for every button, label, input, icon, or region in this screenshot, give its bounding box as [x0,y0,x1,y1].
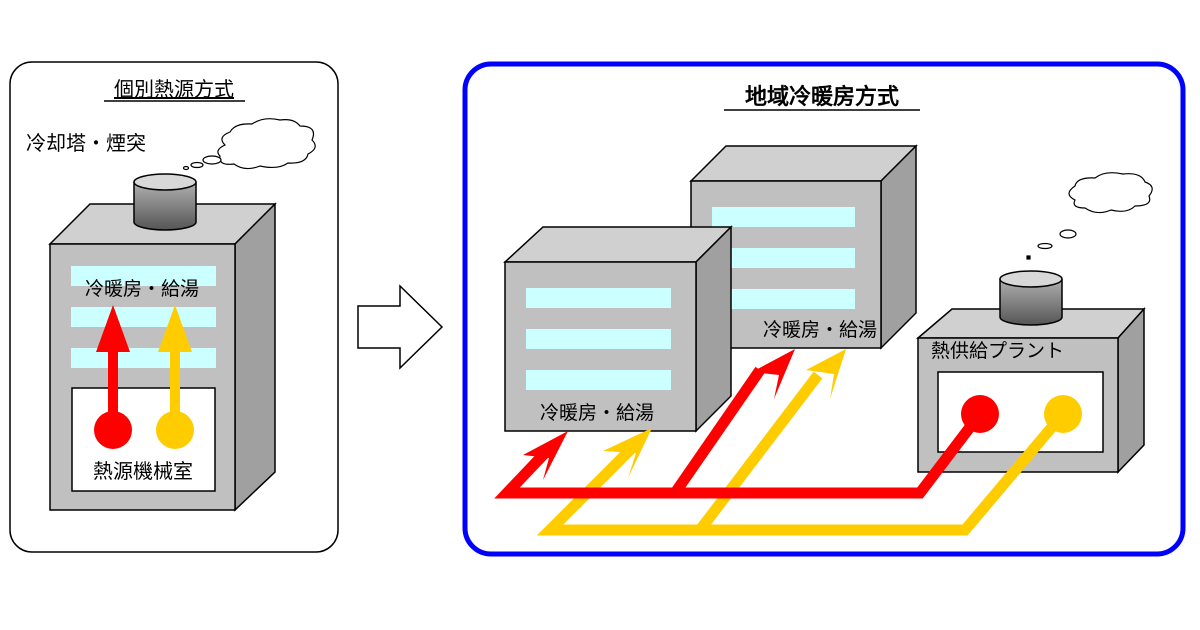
hot-water-arrowhead-b [806,349,846,399]
building-b-label: 冷暖房・給湯 [763,319,877,341]
plant-label: 熱供給プラント [931,340,1064,362]
window [526,288,671,308]
left-panel: 個別熱源方式 冷却塔・煙突 冷暖房・給湯 熱源機械室 [9,61,339,553]
window [526,370,671,390]
window [71,348,216,368]
building-b-windows [712,207,855,309]
left-panel-title: 個別熱源方式 [114,77,234,101]
chimney-icon [133,173,197,231]
left-building-label: 冷暖房・給湯 [85,278,199,300]
right-panel-title: 地域冷暖房方式 [745,84,899,110]
machine-room-label: 熱源機械室 [93,459,193,483]
window [712,207,855,227]
window [71,307,216,327]
left-building-side [234,202,276,512]
heating-arrowhead-a [523,431,568,480]
window [712,248,855,268]
heating-line [494,349,999,499]
window [526,329,671,349]
smoke-cloud-icon [182,118,316,171]
right-arrow-icon [357,284,444,370]
right-panel: 地域冷暖房方式 冷暖房・給湯 冷暖房・給湯 [462,61,1186,557]
plant-heating-source [961,395,999,433]
plant-hot-water-source [1044,395,1082,433]
window [712,289,855,309]
window [71,266,216,286]
left-heating-arrow [94,305,132,449]
heating-arrowhead-b [752,349,795,399]
building-a-label: 冷暖房・給湯 [540,402,654,424]
plant-smoke-cloud-icon [1026,172,1153,260]
cooling-tower-label: 冷却塔・煙突 [26,131,146,155]
left-hot-water-arrow [156,305,194,449]
plant-chimney-icon [999,270,1063,326]
hot-water-arrowhead-a [603,428,652,478]
building-a-windows [526,288,671,390]
